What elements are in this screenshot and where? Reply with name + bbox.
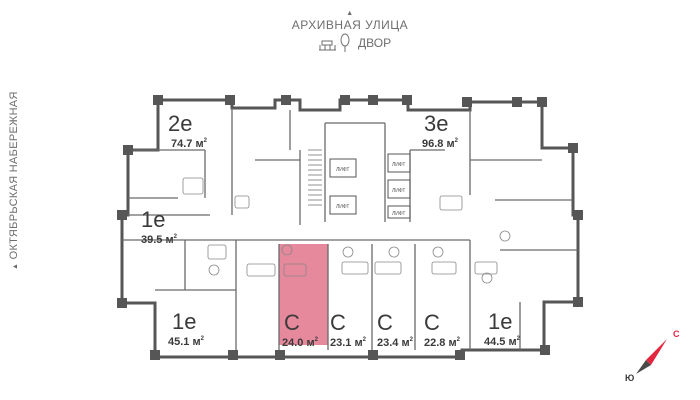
lift-label: ЛИФТ [336,204,349,210]
apartment-area: 45.1 м2 [168,336,204,348]
yard-label: ДВОР [318,32,391,54]
lift-label: ЛИФТ [392,211,405,217]
compass-north-label: С [673,329,680,339]
apartment-label[interactable]: 1е 44.5 м2 [484,309,520,349]
north-marker-icon: ▲ [346,10,354,17]
apartment-area: 44.5 м2 [484,336,520,348]
apartment-type: С [424,310,440,335]
apartment-type: 1е [488,309,513,334]
apartment-highlight[interactable] [279,244,328,345]
yard-icon [319,33,350,52]
bathroom-fixtures [182,177,511,284]
lift-label: ЛИФТ [336,167,349,173]
street-label-top: ▲ АРХИВНАЯ УЛИЦА [0,10,700,32]
apartment-type: 1е [172,309,197,334]
apartment-area: 39.5 м2 [141,234,177,246]
yard-text: ДВОР [358,36,392,50]
street-name-top: АРХИВНАЯ УЛИЦА [291,18,409,32]
apartment-area: 24.0 м2 [282,337,318,349]
apartment-label-selected[interactable]: С 24.0 м2 [282,310,318,350]
lift-label: ЛИФТ [392,188,405,194]
apartment-area: 96.8 м2 [422,138,458,150]
apartment-label[interactable]: 2е 74.7 м2 [168,111,207,151]
apartment-type: 2е [168,111,193,136]
lift-label: ЛИФТ [392,162,405,168]
apartment-type: С [330,310,346,335]
apartment-label[interactable]: 3е 96.8 м2 [422,111,458,151]
apartment-area: 23.1 м2 [330,337,366,349]
apartment-area: 74.7 м2 [171,138,207,150]
compass-icon [636,339,667,374]
stairs [308,149,322,206]
compass-south-label: Ю [625,373,635,383]
lift-shafts [329,153,411,219]
apartment-label[interactable]: 1е 45.1 м2 [168,309,204,349]
apartment-label[interactable]: С 23.1 м2 [330,310,366,350]
structural-columns [117,95,583,360]
apartment-area: 23.4 м2 [377,337,413,349]
apartment-type: С [377,310,393,335]
apartment-label[interactable]: 1е 39.5 м2 [141,207,177,247]
apartment-label[interactable]: С 22.8 м2 [424,310,460,350]
apartment-type: С [284,310,300,335]
apartment-type: 1е [141,207,166,232]
apartment-type: 3е [424,111,449,136]
apartment-area: 22.8 м2 [424,337,460,349]
apartment-label[interactable]: С 23.4 м2 [377,310,413,350]
